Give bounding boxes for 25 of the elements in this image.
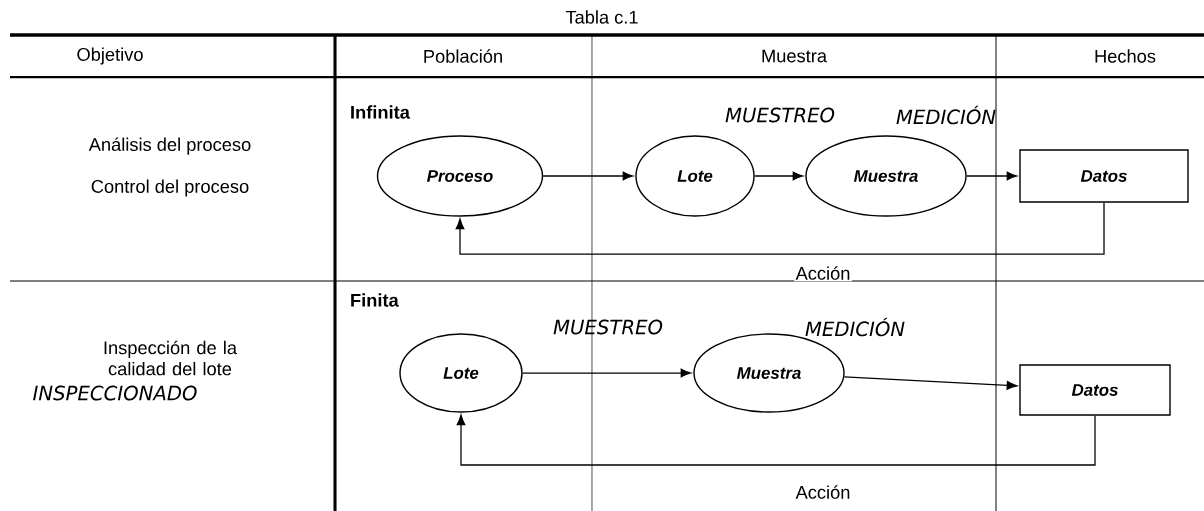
data-box: Datos [1019, 364, 1171, 416]
column-header: Muestra [762, 49, 827, 63]
column-header: Objetivo [77, 47, 143, 65]
row-label: Inspección de la calidad del lote [104, 340, 237, 376]
edge-label: Acción [795, 485, 850, 499]
row-label: Análisis del proceso [88, 137, 251, 155]
arrow [455, 202, 1105, 255]
edge-label: Acción [795, 266, 850, 280]
handwritten-note: INSPECCIONADO [33, 385, 197, 401]
row-label: Control del proceso [91, 179, 249, 197]
column-header: Población [424, 49, 502, 63]
region-label: Finita [351, 293, 399, 307]
arrow [522, 368, 692, 378]
column-header: Hechos [1095, 49, 1156, 63]
arrow [542, 171, 634, 181]
arrow [966, 171, 1018, 181]
arrow [456, 414, 1096, 466]
handwritten-note: MEDICIÓN [896, 105, 996, 125]
handwritten-note: MUESTREO [553, 319, 663, 335]
arrow [843, 376, 1018, 390]
arrow [754, 171, 804, 181]
table-title: Tabla c.1 [565, 10, 638, 24]
data-box: Datos [1019, 149, 1189, 203]
handwritten-note: MUESTREO [725, 107, 835, 123]
region-label: Infinita [351, 105, 410, 119]
